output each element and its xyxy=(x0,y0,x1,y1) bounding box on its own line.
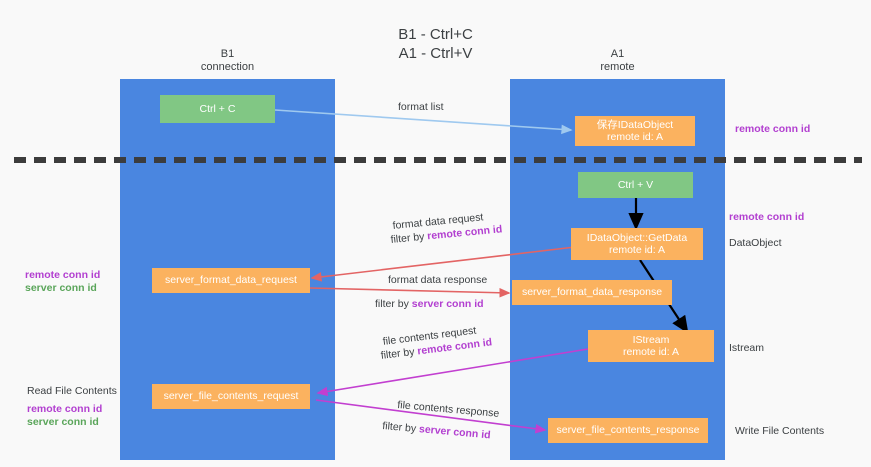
arrow-label-format-data-response: format data response xyxy=(388,274,488,286)
node-istream-line1: IStream xyxy=(632,333,670,346)
node-idataobject-getdata-line2: remote id: A xyxy=(608,244,666,256)
annotation-left-read-file-contents: Read File Contents xyxy=(27,385,117,397)
annotation-right-dataobject: DataObject xyxy=(729,237,782,249)
title-line-2: A1 - Ctrl+V xyxy=(398,45,473,62)
node-istream-line2: remote id: A xyxy=(622,346,680,358)
arrow-label-format-list: format list xyxy=(398,101,444,113)
node-save-idataobject-line1: 保存IDataObject xyxy=(596,118,674,131)
filter-key-server-conn-id: server conn id xyxy=(411,298,484,310)
annotation-right-remote-conn-id-mid: remote conn id xyxy=(729,211,805,223)
annotation-left-remote-conn-id-2: remote conn id xyxy=(27,403,103,415)
arrow-label-file-contents-response-filter: filter by server conn id xyxy=(382,419,491,442)
filter-prefix: filter by xyxy=(380,345,419,362)
column-header-a1-name: A1 xyxy=(610,48,625,60)
filter-prefix: filter by xyxy=(375,298,412,310)
node-ctrl-v-label: Ctrl + V xyxy=(617,178,654,191)
filter-prefix: filter by xyxy=(381,419,420,436)
node-server-file-contents-request[interactable]: server_file_contents_request xyxy=(152,384,310,409)
node-ctrl-c-label: Ctrl + C xyxy=(199,102,236,115)
annotation-left-server-conn-id-2: server conn id xyxy=(27,416,99,428)
annotation-right-istream: Istream xyxy=(729,342,765,354)
annotation-left-remote-conn-id: remote conn id xyxy=(25,269,101,281)
page-title: B1 - Ctrl+C A1 - Ctrl+V xyxy=(0,6,871,82)
node-save-idataobject-line2: remote id: A xyxy=(606,131,664,143)
column-header-a1: A1 remote xyxy=(510,48,725,74)
node-server-format-data-request-label: server_format_data_request xyxy=(165,274,297,287)
arrow-label-file-contents-response: file contents response xyxy=(396,398,500,420)
node-server-format-data-request[interactable]: server_format_data_request xyxy=(152,268,310,293)
node-server-format-data-response-label: server_format_data_response xyxy=(521,286,663,299)
title-line-1: B1 - Ctrl+C xyxy=(398,26,473,43)
annotation-right-write-file-contents: Write File Contents xyxy=(735,425,825,437)
arrow-format-data-response xyxy=(309,287,511,298)
node-server-file-contents-response-label: server_file_contents_response xyxy=(556,424,700,437)
column-header-b1-name: B1 xyxy=(220,48,235,60)
node-server-file-contents-request-label: server_file_contents_request xyxy=(163,390,299,403)
filter-prefix: filter by xyxy=(390,230,428,246)
filter-key-server-conn-id: server conn id xyxy=(418,423,492,442)
node-save-idataobject[interactable]: 保存IDataObject remote id: A xyxy=(575,116,695,146)
node-idataobject-getdata[interactable]: IDataObject::GetData remote id: A xyxy=(571,228,703,260)
arrow-label-format-data-response-filter: filter by server conn id xyxy=(375,297,484,311)
node-server-format-data-response[interactable]: server_format_data_response xyxy=(512,280,672,305)
node-istream[interactable]: IStream remote id: A xyxy=(588,330,714,362)
node-server-file-contents-response[interactable]: server_file_contents_response xyxy=(548,418,708,443)
node-idataobject-getdata-line1: IDataObject::GetData xyxy=(586,231,688,244)
annotation-right-remote-conn-id-top: remote conn id xyxy=(735,123,811,135)
column-header-a1-sub: remote xyxy=(600,61,635,73)
column-header-b1-sub: connection xyxy=(200,61,255,73)
annotation-left-server-conn-id: server conn id xyxy=(25,282,97,294)
node-ctrl-v[interactable]: Ctrl + V xyxy=(578,172,693,198)
column-header-b1: B1 connection xyxy=(120,48,335,74)
node-ctrl-c[interactable]: Ctrl + C xyxy=(160,95,275,123)
